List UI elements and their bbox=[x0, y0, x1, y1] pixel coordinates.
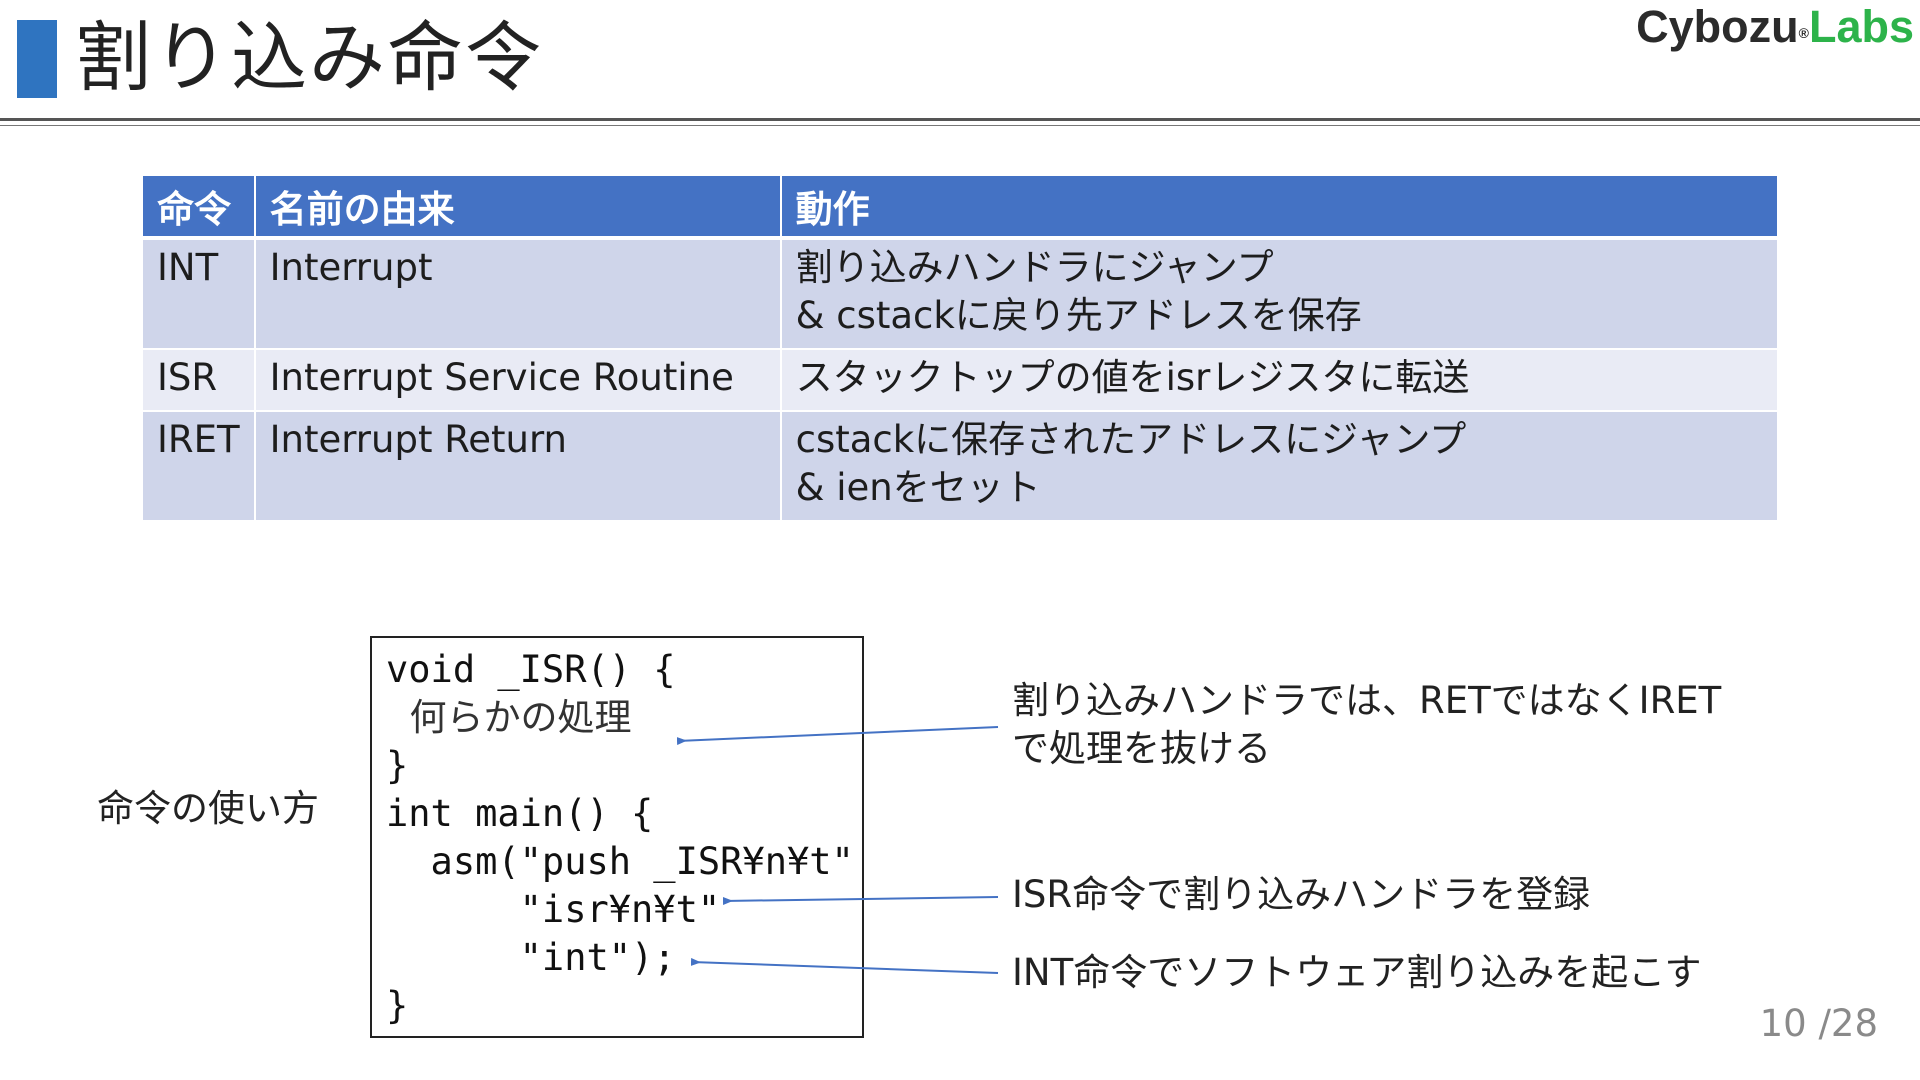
cell-command: IRET bbox=[143, 412, 254, 522]
page-current: 10 bbox=[1759, 1002, 1807, 1045]
action-line: cstackに保存されたアドレスにジャンプ bbox=[795, 418, 1467, 461]
cell-origin: Interrupt Return bbox=[255, 412, 780, 522]
table-row-isr: ISR Interrupt Service Routine スタックトップの値を… bbox=[143, 350, 1777, 412]
note-isr: ISR命令で割り込みハンドラを登録 bbox=[1012, 873, 1591, 916]
header-command: 命令 bbox=[143, 176, 254, 240]
title-accent-bar bbox=[17, 20, 57, 98]
page-total: 28 bbox=[1830, 1002, 1878, 1045]
action-line: 割り込みハンドラにジャンプ bbox=[795, 246, 1274, 289]
logo-brand: Cybozu bbox=[1636, 1, 1799, 52]
cell-origin: Interrupt bbox=[255, 240, 780, 350]
code-line: } bbox=[386, 984, 409, 1027]
cell-origin: Interrupt Service Routine bbox=[255, 350, 780, 412]
usage-label: 命令の使い方 bbox=[97, 787, 319, 830]
table-header-row: 命令 名前の由来 動作 bbox=[143, 176, 1777, 240]
page-separator: / bbox=[1818, 1002, 1831, 1045]
action-line: スタックトップの値をisrレジスタに転送 bbox=[795, 356, 1470, 399]
code-line: } bbox=[386, 744, 409, 787]
code-line: void _ISR() { bbox=[386, 648, 676, 691]
action-line: & cstackに戻り先アドレスを保存 bbox=[795, 294, 1362, 337]
cell-command: ISR bbox=[143, 350, 254, 412]
page-number: 10 /28 bbox=[1760, 1002, 1878, 1045]
code-line: "isr¥n¥t" bbox=[386, 888, 721, 931]
cybozu-labs-logo: Cybozu®Labs bbox=[1620, 2, 1920, 52]
code-block: void _ISR() { 何らかの処理} int main() { asm("p… bbox=[386, 646, 854, 1030]
code-line: asm("push _ISR¥n¥t" bbox=[386, 840, 854, 883]
note-line: 割り込みハンドラでは、RETではなくIRET bbox=[1012, 679, 1722, 722]
action-line: & ienをセット bbox=[795, 466, 1041, 509]
code-line: 何らかの処理 bbox=[386, 696, 632, 739]
cell-action: スタックトップの値をisrレジスタに転送 bbox=[781, 350, 1777, 412]
logo-suffix: Labs bbox=[1808, 1, 1914, 52]
header-origin: 名前の由来 bbox=[255, 176, 780, 240]
code-line: int main() { bbox=[386, 792, 654, 835]
note-int: INT命令でソフトウェア割り込みを起こす bbox=[1012, 951, 1702, 994]
table-row-iret: IRET Interrupt Return cstackに保存されたアドレスにジ… bbox=[143, 412, 1777, 522]
header-action: 動作 bbox=[781, 176, 1777, 240]
header-rule-thick bbox=[0, 118, 1920, 121]
cell-action: cstackに保存されたアドレスにジャンプ & ienをセット bbox=[781, 412, 1777, 522]
instruction-table: 命令 名前の由来 動作 INT Interrupt 割り込みハンドラにジャンプ … bbox=[141, 176, 1779, 522]
note-line: で処理を抜ける bbox=[1012, 727, 1271, 770]
note-iret: 割り込みハンドラでは、RETではなくIRET で処理を抜ける bbox=[1012, 677, 1721, 773]
code-example-box: void _ISR() { 何らかの処理} int main() { asm("p… bbox=[370, 636, 864, 1038]
cell-action: 割り込みハンドラにジャンプ & cstackに戻り先アドレスを保存 bbox=[781, 240, 1777, 350]
cell-command: INT bbox=[143, 240, 254, 350]
logo-registered-mark: ® bbox=[1798, 25, 1809, 41]
code-line: "int"); bbox=[386, 936, 676, 979]
table-row-int: INT Interrupt 割り込みハンドラにジャンプ & cstackに戻り先… bbox=[143, 240, 1777, 350]
slide-title: 割り込み命令 bbox=[75, 13, 543, 102]
header-rule-thin bbox=[0, 125, 1920, 126]
